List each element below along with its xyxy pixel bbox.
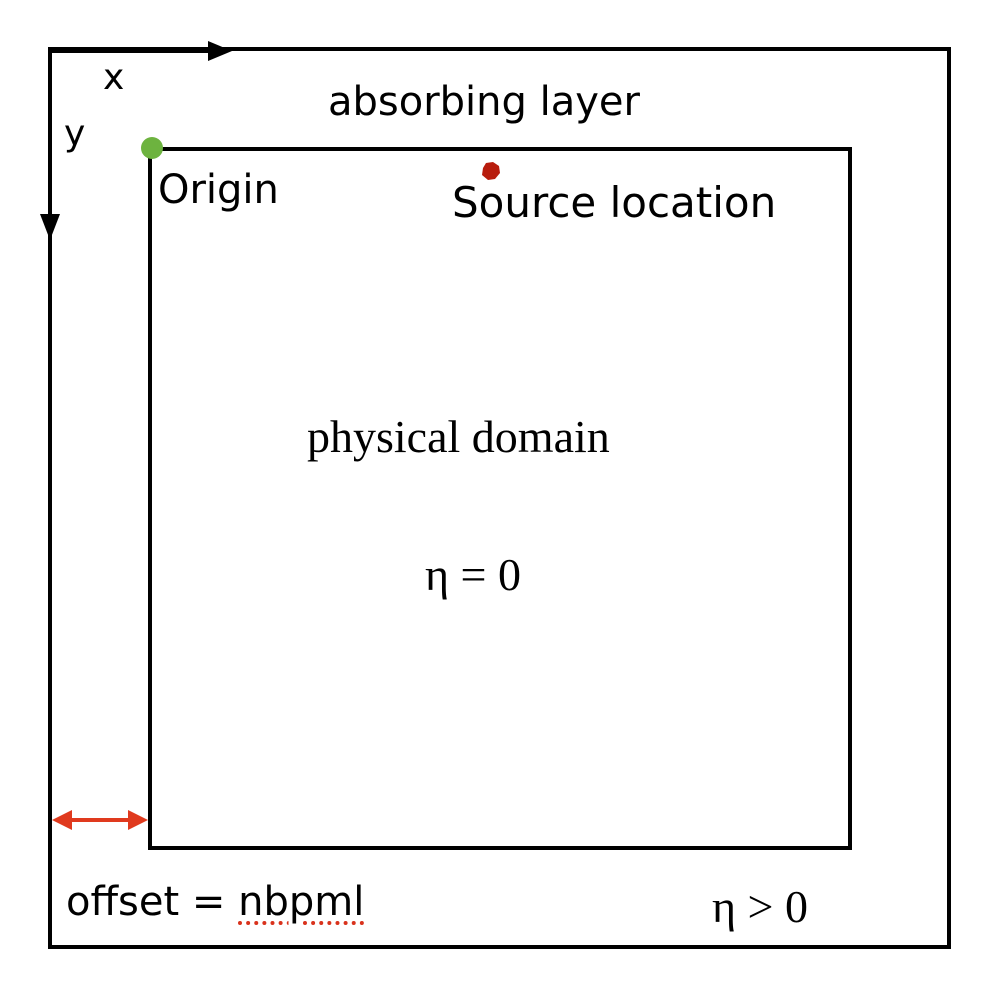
- physical-domain-label: physical domain: [307, 411, 610, 462]
- y-axis-arrow: [40, 49, 60, 240]
- offset-label: offset = nbpml: [66, 882, 364, 922]
- origin-label: Origin: [158, 167, 279, 213]
- y-axis-label: y: [64, 113, 86, 154]
- eta-positive-label: η > 0: [712, 881, 808, 932]
- source-location-label: Source location: [452, 178, 777, 227]
- offset-value: nbpml: [238, 879, 365, 925]
- x-axis-label: x: [103, 57, 125, 98]
- origin-marker: [141, 137, 163, 159]
- absorbing-layer-label: absorbing layer: [328, 79, 640, 125]
- source-marker: [482, 162, 500, 180]
- offset-prefix: offset =: [66, 879, 239, 925]
- absorbing-layer-boundary: [48, 47, 951, 949]
- offset-double-arrow: [52, 810, 148, 830]
- eta-zero-label: η = 0: [425, 549, 521, 600]
- physical-domain-boundary: [148, 147, 852, 850]
- x-axis-arrow: [50, 41, 232, 61]
